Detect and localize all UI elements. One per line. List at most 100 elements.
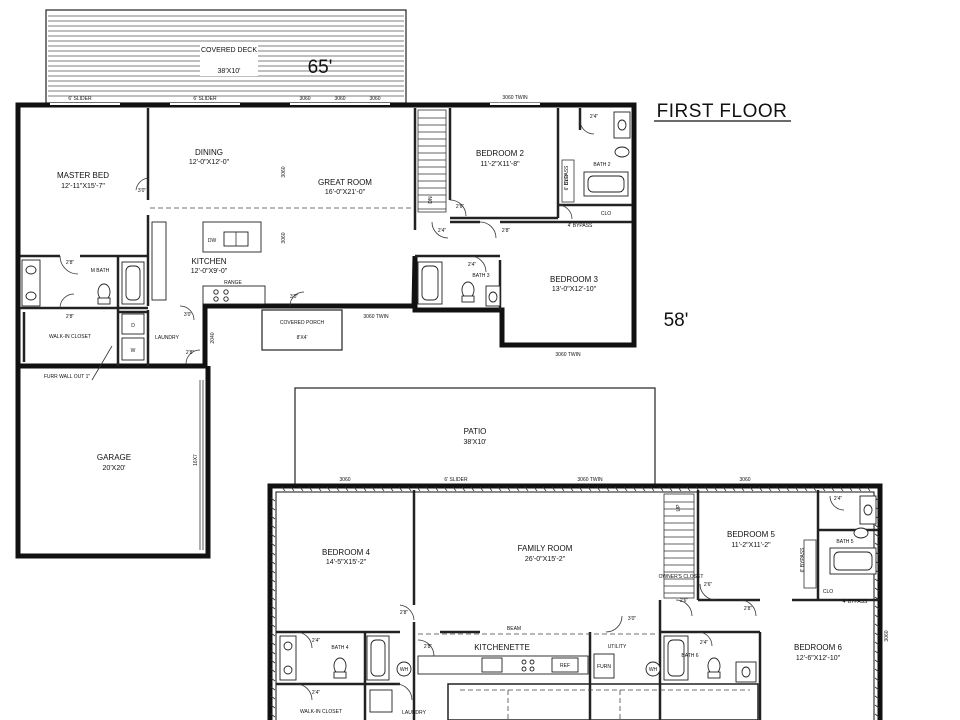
wall-hatch — [874, 686, 880, 691]
master-bed-size: 12'-11"X15'-7" — [61, 183, 105, 190]
wall-hatch — [874, 695, 880, 700]
wall-hatch — [650, 486, 655, 492]
wall-hatch — [874, 614, 880, 619]
wall-hatch — [874, 650, 880, 655]
patio-size: 38'X10' — [464, 439, 487, 446]
window-label-twin-top: 3060 TWIN — [502, 95, 528, 101]
wall-hatch — [270, 560, 276, 565]
range-label: RANGE — [224, 280, 242, 286]
bath5-label: BATH 5 — [836, 539, 853, 545]
water-heater-label: WH — [649, 667, 658, 673]
bath2-fixtures — [561, 111, 631, 203]
wall-hatch — [785, 486, 790, 492]
wall-hatch — [317, 486, 322, 492]
dishwasher-label: DW — [208, 238, 217, 244]
wall-hatch — [874, 533, 880, 538]
door-label-closet: 2'8" — [66, 314, 75, 320]
wall-hatch — [623, 486, 628, 492]
wall-hatch — [740, 486, 745, 492]
window-label-3060c: 3060 — [369, 96, 380, 102]
wall-hatch — [874, 677, 880, 682]
wall-hatch — [677, 486, 682, 492]
wall-hatch — [270, 515, 276, 520]
wall-hatch — [874, 542, 880, 547]
master-bath-fixtures — [21, 259, 145, 307]
wall-hatch — [596, 486, 601, 492]
master-bath-label: M BATH — [91, 268, 110, 274]
bedroom5-name: BEDROOM 5 — [727, 530, 776, 539]
wall-hatch — [731, 486, 736, 492]
ref-label: REF — [560, 663, 570, 669]
wall-hatch — [874, 524, 880, 529]
wall-hatch — [551, 486, 556, 492]
washer-label: W — [131, 348, 136, 354]
wall-hatch — [270, 569, 276, 574]
wall-hatch — [497, 486, 502, 492]
door-label-hall: 2'4" — [438, 228, 447, 234]
bypass6-label-upper: 6' BYPASS — [564, 165, 570, 190]
lower-stairs — [663, 493, 695, 599]
wall-hatch — [398, 486, 403, 492]
lower-floor-plan: PATIO 38'X10' 3060 6' SLIDER 3060 TWIN 3… — [267, 387, 890, 720]
wall-hatch — [270, 695, 276, 700]
family-room-size: 26'-0"X15'-2" — [525, 556, 566, 563]
wall-hatch — [452, 486, 457, 492]
wall-hatch — [874, 578, 880, 583]
wall-hatch — [713, 486, 718, 492]
wall-hatch — [776, 486, 781, 492]
upper-stairs — [417, 109, 447, 213]
door-label-bath2: 2'4" — [590, 114, 599, 120]
window-label-3060: 3060 — [299, 96, 310, 102]
bath2-label: BATH 2 — [593, 162, 610, 168]
wall-hatch — [270, 542, 276, 547]
walk-in-closet-label: WALK-IN CLOSET — [49, 334, 91, 340]
closet-bed5-label: CLO — [823, 589, 833, 595]
bedroom3-size: 13'-0"X12'-10" — [552, 286, 597, 293]
wall-hatch — [416, 486, 421, 492]
door-label-bed6: 2'8" — [744, 606, 753, 612]
door-label-owners: 2'6" — [680, 598, 689, 604]
lower-door-swings — [295, 495, 845, 701]
bedroom4-name: BEDROOM 4 — [322, 548, 371, 557]
beam-label: BEAM — [507, 626, 521, 632]
laundry-label: LAUNDRY — [155, 335, 179, 341]
water-heater-label-2: WH — [400, 667, 409, 673]
bath4-fixtures — [279, 635, 390, 681]
wall-hatch — [866, 486, 871, 492]
covered-deck-size: 38'X10' — [218, 68, 241, 75]
wall-hatch — [578, 486, 583, 492]
floor-title: FIRST FLOOR — [657, 101, 788, 122]
wall-hatch — [270, 623, 276, 628]
wall-hatch — [479, 486, 484, 492]
wall-hatch — [281, 486, 286, 492]
window-label-twin-family: 3060 TWIN — [577, 477, 603, 483]
wall-hatch — [270, 659, 276, 664]
wall-hatch — [299, 486, 304, 492]
wall-hatch — [270, 650, 276, 655]
wall-hatch — [389, 486, 394, 492]
window-label-3060-great: 3060 — [281, 166, 287, 177]
wall-hatch — [874, 668, 880, 673]
wall-hatch — [353, 486, 358, 492]
dryer-label: D — [131, 323, 135, 329]
bypass-label-upper: 4' BYPASS — [568, 223, 593, 229]
wall-hatch — [270, 605, 276, 610]
wall-hatch — [668, 486, 673, 492]
lower-top-windows: 3060 6' SLIDER 3060 TWIN 3060 — [339, 477, 750, 483]
kitchen-size: 12'-0"X9'-0" — [191, 268, 228, 275]
first-floor-title: FIRST FLOOR — [654, 101, 791, 122]
wall-hatch — [839, 486, 844, 492]
wall-hatch — [362, 486, 367, 492]
furr-wall-leader — [91, 345, 113, 381]
wall-hatch — [874, 605, 880, 610]
bedroom3-name: BEDROOM 3 — [550, 275, 599, 284]
window-label-twin-front: 3060 TWIN — [363, 314, 389, 320]
kitchenette-counter: REF — [417, 655, 759, 720]
wall-hatch — [857, 486, 862, 492]
wall-hatch — [270, 713, 276, 718]
master-bed-name: MASTER BED — [57, 171, 109, 180]
wall-hatch — [270, 497, 276, 502]
furr-wall-note: FURR WALL OUT 1" — [44, 374, 91, 380]
wall-hatch — [270, 533, 276, 538]
covered-porch-name: COVERED PORCH — [280, 320, 325, 326]
